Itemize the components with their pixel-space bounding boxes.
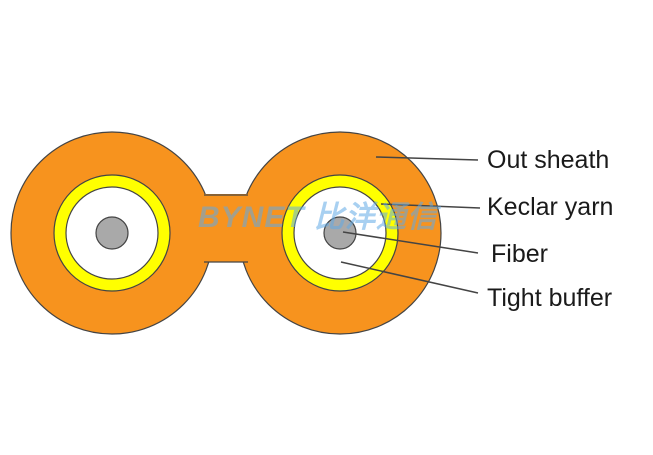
- leader-fiber: [342, 231, 479, 254]
- left-fiber-unit: [53, 174, 171, 292]
- leader-tight-buffer: [340, 261, 479, 294]
- leader-kevlar-yarn: [380, 203, 481, 209]
- label-kevlar-yarn: Keclar yarn: [487, 193, 614, 221]
- right-fiber-unit: [281, 174, 399, 292]
- fiber-left: [95, 216, 129, 250]
- watermark-logo: BYNET 比洋通信: [198, 201, 439, 234]
- sheath-web: [200, 194, 252, 262]
- label-fiber: Fiber: [491, 240, 548, 268]
- leader-out-sheath: [375, 156, 479, 161]
- fiber-right: [323, 216, 357, 250]
- label-out-sheath: Out sheath: [487, 146, 610, 174]
- label-tight-buffer: Tight buffer: [487, 284, 613, 312]
